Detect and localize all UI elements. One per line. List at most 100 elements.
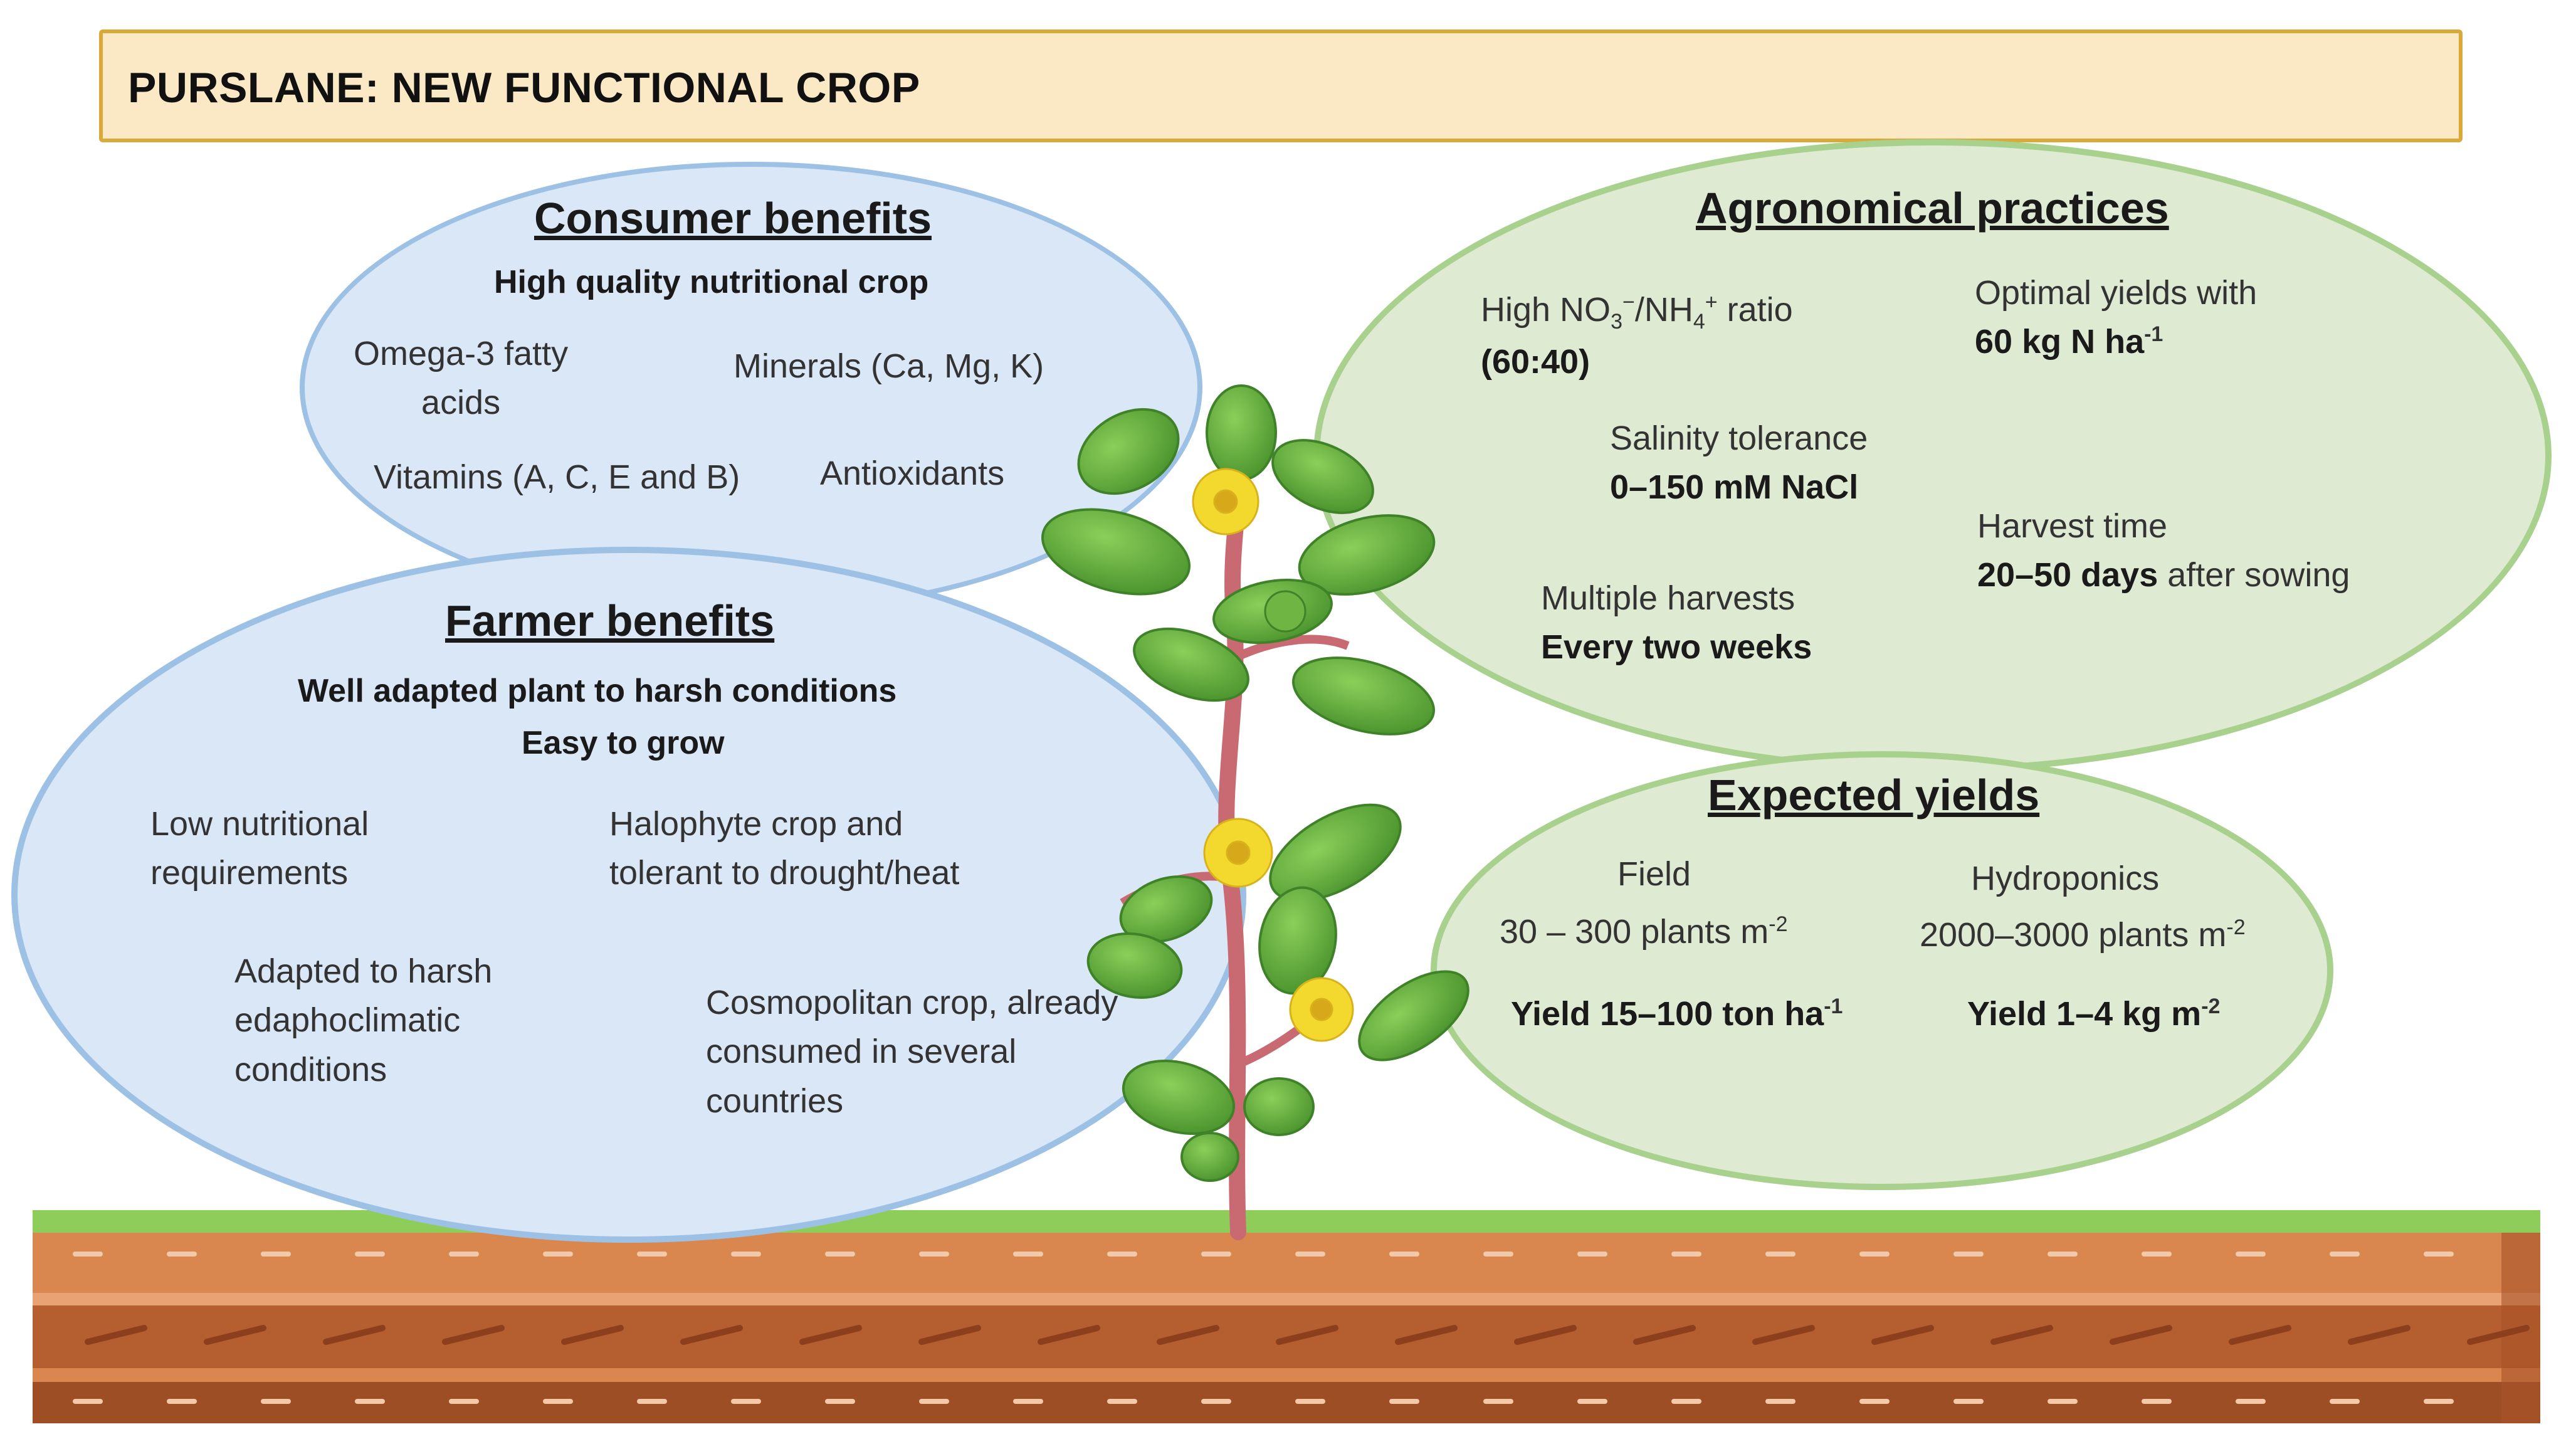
flower-bud (1264, 590, 1306, 633)
yields-field-label: Field (1617, 855, 1691, 893)
agro-salinity-label: Salinity tolerance (1610, 419, 1868, 457)
leaf (1119, 875, 1213, 943)
farmer-adapted: Adapted to harsh edaphoclimatic conditio… (234, 947, 492, 1094)
leaf (1271, 439, 1374, 514)
agro-ratio-sup2: + (1705, 290, 1718, 314)
agro-salinity-value: 0–150 mM NaCl (1610, 468, 1859, 507)
farmer-low-nutritional: Low nutritional requirements (150, 799, 369, 898)
agro-ratio-post: ratio (1717, 291, 1793, 329)
farmer-cosmo-line3: countries (706, 1082, 844, 1120)
farmer-adapt-line2: edaphoclimatic (234, 1001, 461, 1040)
soil-slash (1871, 1325, 1934, 1345)
soil-slash (1395, 1325, 1458, 1345)
soil-stripe-2 (33, 1368, 2540, 1382)
soil-slash (918, 1325, 981, 1345)
soil-slash (799, 1325, 862, 1345)
plant-branch-right (1231, 635, 1350, 663)
consumer-subtitle: High quality nutritional crop (494, 264, 929, 300)
consumer-heading: Consumer benefits (534, 194, 932, 243)
agro-ratio-pre: High NO (1481, 291, 1611, 329)
agro-salinity: Salinity tolerance 0–150 mM NaCl (1610, 414, 1868, 512)
soil-slash (1633, 1325, 1696, 1345)
title-banner: PURSLANE: NEW FUNCTIONAL CROP (99, 29, 2463, 142)
consumer-vitamins: Vitamins (A, C, E and B) (374, 458, 740, 496)
soil-slash (2229, 1325, 2291, 1345)
leaf (1041, 508, 1191, 596)
flower (1289, 977, 1354, 1042)
expected-yields-ellipse (1431, 751, 2333, 1190)
farmer-heading: Farmer benefits (445, 596, 775, 645)
soil-slash (1514, 1325, 1577, 1345)
leaf (1077, 408, 1180, 495)
leaf (1358, 970, 1469, 1062)
soil-dashes (73, 1252, 2454, 1404)
agro-ratio: High NO3−/NH4+ ratio (60:40) (1481, 285, 1793, 386)
yields-field-yield: Yield 15–100 ton ha-1 (1511, 989, 1843, 1038)
agro-multiple-harvests: Multiple harvests Every two weeks (1541, 574, 1812, 672)
soil-slash (2348, 1325, 2410, 1345)
leaf (1258, 886, 1337, 995)
yields-hydro-label: Hydroponics (1971, 860, 2160, 897)
farmer-low-line2: requirements (150, 854, 349, 892)
farmer-adapt-line1: Adapted to harsh (234, 952, 493, 990)
farmer-subtitle-line1: Well adapted plant to harsh conditions (298, 673, 897, 709)
farmer-cosmo-line2: consumed in several (706, 1033, 1017, 1071)
soil-slash (1276, 1325, 1338, 1345)
soil-slash (85, 1325, 147, 1345)
yields-hydro-yield-text: Yield 1–4 kg m (1967, 995, 2202, 1033)
agro-ratio-sub2: 4 (1693, 309, 1705, 334)
soil-slash (323, 1325, 386, 1345)
soil-slash (1990, 1325, 2053, 1345)
yields-hydro-yield: Yield 1–4 kg m-2 (1967, 989, 2220, 1038)
agro-yield-value: 60 kg N ha (1975, 323, 2145, 361)
agro-multi-label: Multiple harvests (1541, 579, 1795, 617)
agronomical-heading: Agronomical practices (1696, 184, 2169, 233)
soil-layer-top (33, 1233, 2540, 1293)
leaf (1243, 1077, 1315, 1136)
yields-field-density-text: 30 – 300 plants m (1500, 913, 1769, 951)
leaf (1122, 1059, 1236, 1136)
soil-slash (1752, 1325, 1815, 1345)
agro-harvest-label: Harvest time (1977, 507, 2168, 545)
farmer-halophyte: Halophyte crop and tolerant to drought/h… (609, 799, 959, 898)
yields-hydro-density: 2000–3000 plants m-2 (1920, 910, 2246, 959)
soil-slash (442, 1325, 505, 1345)
consumer-antioxidants: Antioxidants (820, 455, 1005, 492)
yields-field-density-exp: -2 (1769, 912, 1788, 936)
leaf (1180, 1132, 1239, 1182)
agro-ratio-sub1: 3 (1611, 309, 1622, 334)
page-title: PURSLANE: NEW FUNCTIONAL CROP (128, 64, 920, 112)
leaf (1086, 932, 1183, 999)
farmer-cosmo-line1: Cosmopolitan crop, already (706, 984, 1118, 1021)
consumer-omega-line2: acids (421, 384, 501, 422)
agro-harvest-time: Harvest time 20–50 days after sowing (1977, 502, 2350, 600)
soil-slash (561, 1325, 624, 1345)
soil-slash (2110, 1325, 2172, 1345)
yields-heading: Expected yields (1708, 771, 2040, 820)
consumer-omega: Omega-3 fatty acids (354, 329, 568, 428)
soil-slash (1157, 1325, 1219, 1345)
soil-slash (680, 1325, 743, 1345)
farmer-benefits-ellipse (11, 547, 1246, 1243)
yields-hydro-yield-exp: -2 (2201, 994, 2221, 1018)
farmer-adapt-line3: conditions (234, 1050, 387, 1088)
yields-hydro-density-text: 2000–3000 plants m (1920, 916, 2227, 954)
agro-optimal-yields: Optimal yields with 60 kg N ha-1 (1975, 268, 2257, 367)
yields-field-density: 30 – 300 plants m-2 (1500, 907, 1788, 956)
flower (1203, 818, 1273, 888)
agronomical-practices-ellipse (1313, 139, 2552, 772)
soil-slash (1038, 1325, 1100, 1345)
farmer-subtitle-line2: Easy to grow (522, 725, 725, 761)
agro-harvest-value-rest: after sowing (2158, 556, 2350, 594)
agro-ratio-value: (60:40) (1481, 343, 1590, 381)
leaf (1206, 384, 1277, 481)
agro-yield-label: Optimal yields with (1975, 274, 2258, 312)
soil-stripe-1 (33, 1293, 2540, 1305)
agro-yield-exp: -1 (2144, 322, 2163, 347)
farmer-halo-line1: Halophyte crop and (609, 805, 903, 843)
soil-slashes (85, 1325, 2530, 1345)
yields-field-yield-text: Yield 15–100 ton ha (1511, 995, 1824, 1033)
soil-slash (2467, 1325, 2530, 1345)
